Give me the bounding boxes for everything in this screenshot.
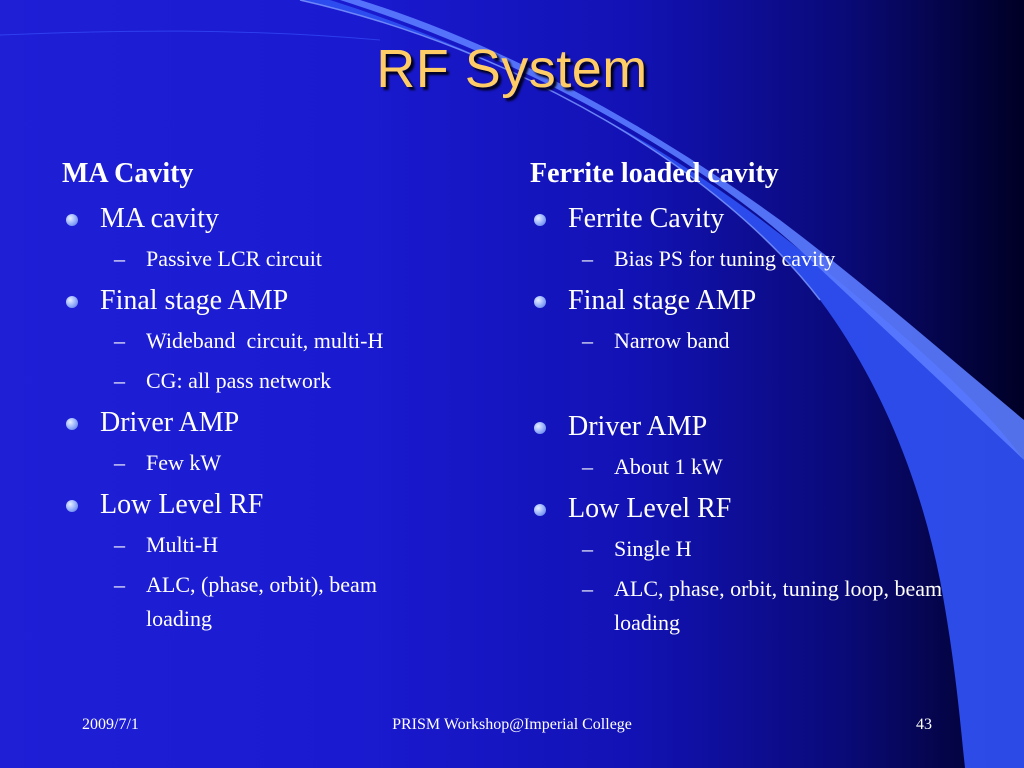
list-item: Final stage AMP xyxy=(530,284,930,318)
bullet-label: Final stage AMP xyxy=(568,285,757,316)
dash-icon: – xyxy=(114,246,125,271)
sub-item-label: Passive LCR circuit xyxy=(146,246,322,271)
sub-item: –ALC, phase, orbit, tuning loop, beam lo… xyxy=(530,572,944,640)
sub-item: –ALC, (phase, orbit), beam loading xyxy=(62,568,446,636)
footer-event: PRISM Workshop@Imperial College xyxy=(392,716,632,733)
dash-icon: – xyxy=(582,328,593,353)
slide-title: RF System xyxy=(376,39,648,99)
sub-item-label: Few kW xyxy=(146,450,222,475)
sub-item-label: Bias PS for tuning cavity xyxy=(614,246,836,271)
right-column: Ferrite loaded cavity Ferrite Cavity –Bi… xyxy=(530,154,942,640)
bullet-icon xyxy=(66,500,78,512)
slide-number: 43 xyxy=(916,716,932,733)
list-item: Final stage AMP xyxy=(62,284,482,318)
sub-item: –About 1 kW xyxy=(530,450,930,484)
bullet-label: Low Level RF xyxy=(568,493,732,524)
bullet-label: MA cavity xyxy=(100,203,219,234)
bullet-label: Driver AMP xyxy=(100,407,240,438)
sub-item-label: Wideband circuit, multi-H xyxy=(146,328,384,353)
bullet-label: Final stage AMP xyxy=(100,285,289,316)
bullet-icon xyxy=(66,418,78,430)
bullet-icon xyxy=(534,422,546,434)
sub-item-label: ALC, (phase, orbit), beam loading xyxy=(146,572,377,631)
list-item: Ferrite Cavity xyxy=(530,202,930,236)
bullet-icon xyxy=(534,504,546,516)
dash-icon: – xyxy=(114,572,125,597)
left-column: MA Cavity MA cavity –Passive LCR circuit… xyxy=(62,154,482,636)
bullet-icon xyxy=(534,214,546,226)
sub-item-label: Single H xyxy=(614,536,692,561)
sub-item-label: Multi-H xyxy=(146,532,219,557)
list-item: Driver AMP xyxy=(530,410,930,444)
left-bullet-list: MA cavity –Passive LCR circuit Final sta… xyxy=(62,202,482,636)
sub-item: –Wideband circuit, multi-H xyxy=(62,324,482,358)
dash-icon: – xyxy=(582,246,593,271)
bullet-label: Ferrite Cavity xyxy=(568,203,725,234)
list-item: Low Level RF xyxy=(530,492,930,526)
sub-item-label: About 1 kW xyxy=(614,454,723,479)
dash-icon: – xyxy=(582,454,593,479)
bullet-icon xyxy=(66,296,78,308)
bullet-label: Driver AMP xyxy=(568,411,708,442)
dash-icon: – xyxy=(114,328,125,353)
sub-item: –Narrow band xyxy=(530,324,930,358)
sub-item-label: Narrow band xyxy=(614,328,730,353)
right-column-heading: Ferrite loaded cavity xyxy=(530,158,779,189)
list-item: MA cavity xyxy=(62,202,482,236)
sub-item: –Bias PS for tuning cavity xyxy=(530,242,930,276)
dash-icon: – xyxy=(114,368,125,393)
footer-date: 2009/7/1 xyxy=(82,716,139,733)
dash-icon: – xyxy=(582,576,593,601)
dash-icon: – xyxy=(114,450,125,475)
sub-item: –Multi-H xyxy=(62,528,482,562)
bullet-icon xyxy=(66,214,78,226)
sub-item: –Single H xyxy=(530,532,930,566)
sub-item: –CG: all pass network xyxy=(62,364,482,398)
dash-icon: – xyxy=(114,532,125,557)
list-item: Driver AMP xyxy=(62,406,482,440)
sub-item: –Few kW xyxy=(62,446,482,480)
bullet-icon xyxy=(534,296,546,308)
left-column-heading: MA Cavity xyxy=(62,158,194,189)
sub-item: –Passive LCR circuit xyxy=(62,242,482,276)
list-item: Low Level RF xyxy=(62,488,482,522)
sub-item-label: CG: all pass network xyxy=(146,368,332,393)
right-bullet-list: Ferrite Cavity –Bias PS for tuning cavit… xyxy=(530,202,942,640)
bullet-label: Low Level RF xyxy=(100,489,264,520)
dash-icon: – xyxy=(582,536,593,561)
sub-item-label: ALC, phase, orbit, tuning loop, beam loa… xyxy=(614,576,943,635)
